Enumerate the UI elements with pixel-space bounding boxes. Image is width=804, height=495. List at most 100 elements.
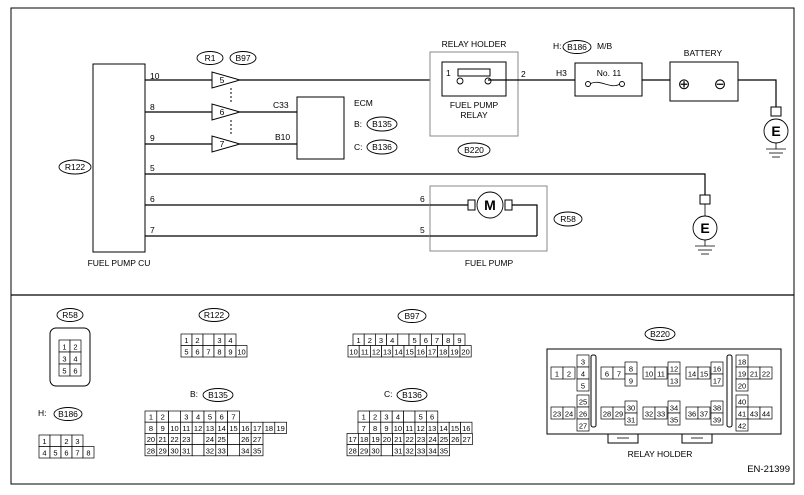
b-pin-label: 35 [253, 446, 261, 455]
cu-pin-7: 7 [150, 225, 155, 235]
b220-pin [710, 412, 724, 426]
ecm-pin-c33: C33 [273, 100, 289, 110]
b136-conn-oval [396, 388, 428, 402]
r58-conn-label: R58 [62, 310, 78, 320]
cu-pin-5: 5 [150, 163, 155, 173]
r122-pin-label: 9 [228, 348, 232, 357]
b220-pin [759, 366, 773, 380]
r58-pin-label: 3 [62, 355, 66, 364]
c-pin [460, 433, 473, 445]
b-pin-label: 27 [253, 435, 261, 444]
c-pin-blank [403, 410, 416, 423]
relay-terminal-1 [456, 77, 464, 85]
b186-conn-oval [53, 407, 83, 421]
b-pin-label: 18 [265, 424, 273, 433]
b220-pin-label: 37 [700, 410, 708, 419]
c-pin-label: 20 [383, 435, 391, 444]
b220-pin-label: 20 [738, 382, 746, 391]
b97-pin-label: 5 [413, 336, 417, 345]
r122-conn-oval [198, 308, 230, 322]
b220-latch-1 [607, 433, 639, 444]
b135-conn-oval [202, 388, 234, 402]
b220-pin [576, 378, 590, 392]
b220-pin-label: 8 [629, 365, 633, 374]
h-pin-blank [49, 434, 62, 447]
b-pin-label: 16 [241, 424, 249, 433]
c-pin-label: 19 [371, 435, 379, 444]
b-pin-label: 25 [218, 435, 226, 444]
b97-oval [229, 51, 257, 65]
b220-pin-label: 16 [713, 365, 721, 374]
r58-conn-oval [56, 308, 84, 322]
b220-pin-label: 30 [627, 404, 635, 413]
b-pin-label: 9 [161, 424, 165, 433]
fuse-element [589, 81, 621, 87]
relay-holder-title: RELAY HOLDER [442, 39, 507, 49]
mb-prefix: H: [553, 41, 562, 51]
b220-pin-label: 14 [688, 370, 696, 379]
battery-minus: ⊖ [714, 76, 727, 93]
relay-box [441, 61, 507, 97]
r58-oval [553, 211, 583, 227]
fuel-pump-label: FUEL PUMP [465, 258, 514, 268]
c-pin-label: 17 [349, 435, 357, 444]
b-pin-label: 20 [147, 435, 155, 444]
b220-latch-2 [681, 433, 713, 444]
c-pin-blank [380, 444, 393, 457]
c-pin-label: 35 [440, 446, 448, 455]
b220-pin-label: 26 [579, 410, 587, 419]
b-pin-label: 29 [159, 446, 167, 455]
b220-pin-label: 6 [605, 370, 609, 379]
c-pin-label: 24 [428, 435, 436, 444]
b220-pin [710, 373, 724, 387]
c-pin-label: 13 [428, 424, 436, 433]
b97-pin-label: 7 [435, 336, 439, 345]
r122-pin-label: 10 [237, 348, 245, 357]
b220-pin-label: 22 [762, 370, 770, 379]
b220-pin-label: 18 [738, 358, 746, 367]
b97-pin-label: 2 [368, 336, 372, 345]
fuel-pump-cu-box [92, 63, 146, 253]
b220-pin [624, 373, 638, 387]
c-pin-label: 31 [394, 446, 402, 455]
r122-pin-label: 5 [184, 348, 188, 357]
b-pin-label: 3 [184, 413, 188, 422]
b-pin-label: 8 [149, 424, 153, 433]
b220-pin [667, 412, 681, 426]
b220-pin [697, 406, 711, 420]
b220-pin [759, 406, 773, 420]
r1-oval [196, 51, 224, 65]
b97-pin-label: 15 [405, 348, 413, 357]
b-pin-label: 1 [149, 413, 153, 422]
b97-pin-label: 4 [390, 336, 394, 345]
c-pin-label: 14 [439, 424, 447, 433]
b220-pin-label: 9 [629, 377, 633, 386]
r58-pin [69, 363, 82, 377]
b97-pin-label: 13 [383, 348, 391, 357]
b220-pin-label: 32 [645, 410, 653, 419]
c-pin-label: 9 [384, 424, 388, 433]
motor-symbol [476, 191, 504, 219]
b-pin-label: 6 [220, 413, 224, 422]
c-pin-label: 18 [360, 435, 368, 444]
r122-pin-label: 2 [195, 336, 199, 345]
battery-box [669, 61, 739, 102]
b-pin-label: 21 [159, 435, 167, 444]
relay-b220: B220 [464, 145, 484, 155]
r122-pin-label: 8 [217, 348, 221, 357]
document-code: EN-21399 [747, 464, 790, 475]
c-pin-label: 15 [451, 424, 459, 433]
b97-pin-label: 20 [461, 348, 469, 357]
b97-pin-label: 14 [394, 348, 402, 357]
c-pin-label: 10 [394, 424, 402, 433]
c-pin-label: 27 [463, 435, 471, 444]
b97-conn-label: B97 [404, 311, 419, 321]
b220-pin-label: 35 [670, 416, 678, 425]
b-pin-label: 7 [231, 413, 235, 422]
